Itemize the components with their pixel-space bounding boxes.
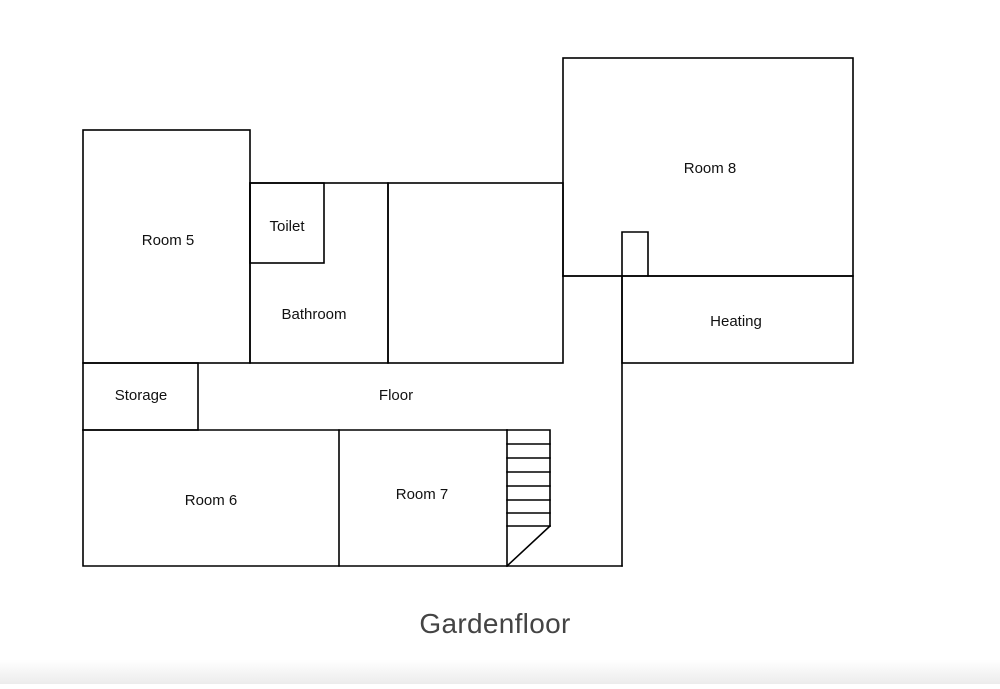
room-8-label: Room 8 (684, 160, 737, 177)
bathroom-outline (249, 182, 389, 364)
bottom-shade (0, 660, 1000, 684)
plan-title: Gardenfloor (419, 608, 571, 639)
shaft-outline (621, 231, 649, 277)
lower-outline (82, 429, 623, 567)
storage-label: Storage (115, 387, 168, 404)
bathroom-label: Bathroom (281, 306, 346, 323)
floor-label: Floor (379, 387, 413, 404)
room-6-label: Room 6 (185, 492, 238, 509)
unlabeled-room-outline (387, 182, 564, 364)
room-7-label: Room 7 (396, 486, 449, 503)
room-5-label: Room 5 (142, 232, 195, 249)
toilet-label: Toilet (269, 218, 305, 235)
staircase (505, 429, 552, 568)
staircase-outline (506, 429, 551, 527)
toilet-outline (249, 182, 325, 264)
stair-landing-diagonal (505, 524, 552, 568)
heating-label: Heating (710, 313, 762, 330)
